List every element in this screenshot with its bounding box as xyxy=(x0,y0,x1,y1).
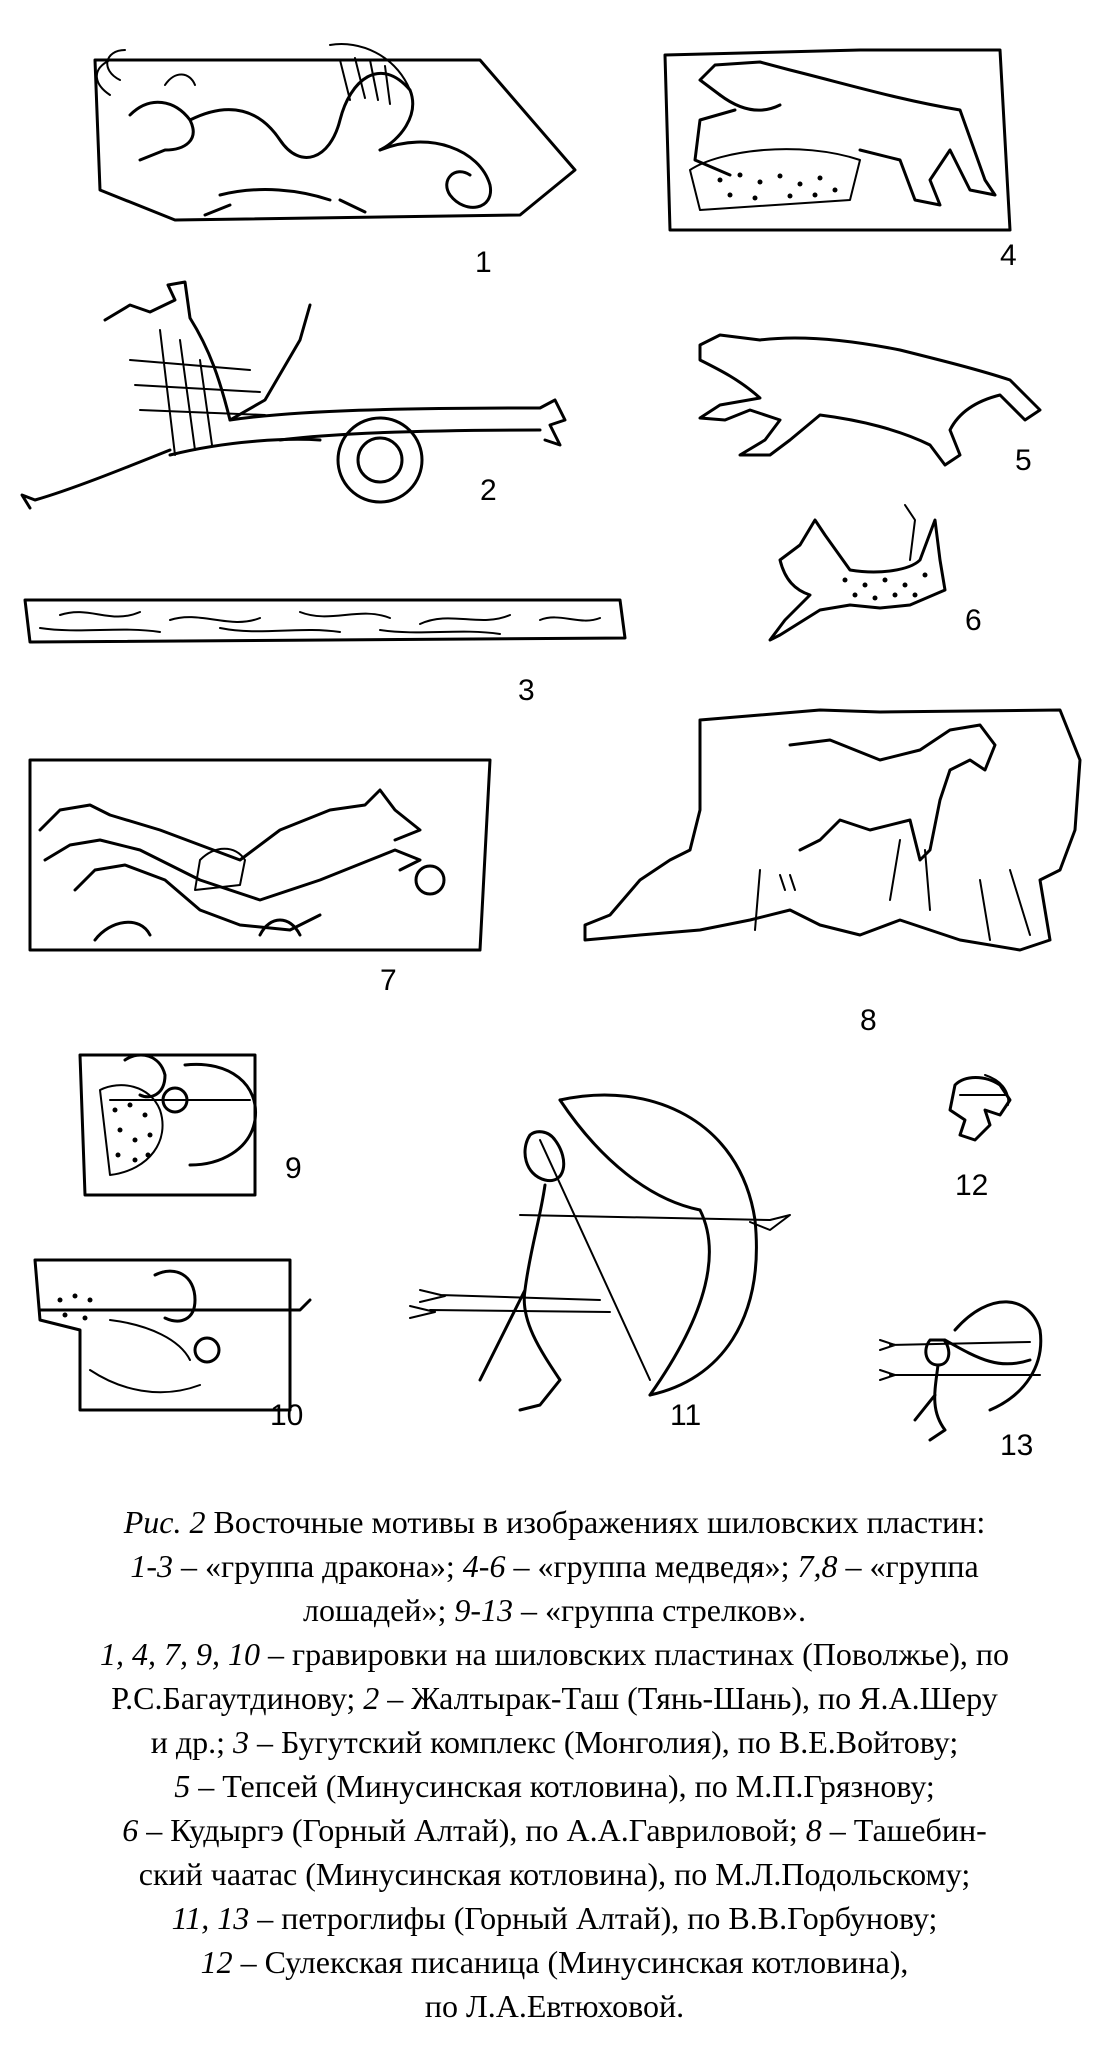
figure-number-4: 4 xyxy=(1000,239,1017,272)
caption-text: по Л.А.Евтюховой. xyxy=(424,1988,685,2024)
caption-text: ский чаатас (Минусинская котловина), по … xyxy=(138,1856,971,1892)
figure-number-3: 3 xyxy=(518,674,535,707)
drawing-8-horse-fragment xyxy=(583,708,1082,952)
figure-number-6: 6 xyxy=(965,604,982,637)
figure-number-9: 9 xyxy=(285,1152,302,1185)
caption-text: – Жалтырак-Таш (Тянь-Шань), по Я.А.Шеру xyxy=(379,1680,998,1716)
caption-line-8: 6 – Кудыргэ (Горный Алтай), по А.А.Гаври… xyxy=(20,1808,1089,1852)
caption-text: – «группа дракона»; xyxy=(173,1548,463,1584)
caption-ref: 11, 13 xyxy=(171,1900,250,1936)
caption-text: – «группа xyxy=(837,1548,979,1584)
caption-ref: 8 xyxy=(805,1812,822,1848)
caption-ref: 1-3 xyxy=(130,1548,173,1584)
caption-line-5: Р.С.Багаутдинову; 2 – Жалтырак-Таш (Тянь… xyxy=(20,1676,1089,1720)
caption-line-12: по Л.А.Евтюховой. xyxy=(20,1984,1089,2028)
drawing-9-archer xyxy=(78,1053,258,1197)
caption-text: – «группа стрелков». xyxy=(513,1592,806,1628)
caption-text: – гравировки на шиловских пластинах (Пов… xyxy=(259,1636,1010,1672)
caption-ref: 3 xyxy=(233,1724,250,1760)
figure-drawings: 1 2 3 4 5 xyxy=(20,43,1082,1462)
caption-line-3: лошадей»; 9-13 – «группа стрелков». xyxy=(20,1588,1089,1632)
caption-text: – петроглифы (Горный Алтай), по В.В.Горб… xyxy=(249,1900,938,1936)
caption-ref: 5 xyxy=(174,1768,191,1804)
figure-number-7: 7 xyxy=(380,964,397,997)
drawing-6-deer xyxy=(768,504,947,642)
figure-caption: Рис. 2 Восточные мотивы в изображениях ш… xyxy=(20,1500,1089,2028)
caption-ref: 6 xyxy=(122,1812,139,1848)
caption-line-6: и др.; 3 – Бугутский комплекс (Монголия)… xyxy=(20,1720,1089,1764)
drawing-13-archer xyxy=(879,1300,1043,1442)
caption-ref: 7,8 xyxy=(797,1548,838,1584)
caption-text: – Кудыргэ (Горный Алтай), по А.А.Гаврило… xyxy=(138,1812,806,1848)
caption-ref: 9-13 xyxy=(454,1592,514,1628)
figure-number-11: 11 xyxy=(670,1399,701,1432)
figure-number-1: 1 xyxy=(475,246,492,279)
caption-line-11: 12 – Сулекская писаница (Минусинская кот… xyxy=(20,1940,1089,1984)
figure-number-10: 10 xyxy=(270,1399,303,1432)
caption-line-1: Рис. 2 Восточные мотивы в изображениях ш… xyxy=(20,1500,1089,1544)
caption-text: – Сулекская писаница (Минусинская котлов… xyxy=(232,1944,909,1980)
caption-text: лошадей»; xyxy=(303,1592,455,1628)
drawing-1-dragon xyxy=(93,43,577,222)
drawing-7-horses xyxy=(28,758,492,952)
drawing-3-strip xyxy=(23,598,627,644)
figure-number-5: 5 xyxy=(1015,444,1032,477)
caption-text: Р.С.Багаутдинову; xyxy=(111,1680,364,1716)
caption-ref: 1, 4, 7, 9, 10 xyxy=(99,1636,260,1672)
caption-text: – Ташебин- xyxy=(821,1812,987,1848)
caption-title: Восточные мотивы в изображениях шиловски… xyxy=(205,1504,986,1540)
figure-plate: 1 2 3 4 5 xyxy=(20,43,1082,1462)
drawing-5-bear xyxy=(698,333,1042,467)
drawing-11-archer xyxy=(409,1093,791,1412)
drawing-4-bear xyxy=(663,48,1012,232)
figure-number-12: 12 xyxy=(955,1169,988,1202)
caption-line-4: 1, 4, 7, 9, 10 – гравировки на шиловских… xyxy=(20,1632,1089,1676)
drawing-10-archer xyxy=(33,1258,312,1412)
figure-number-2: 2 xyxy=(480,474,497,507)
drawing-12-archer xyxy=(948,1074,1012,1142)
figure-number-13: 13 xyxy=(1000,1429,1033,1462)
caption-text: – Тепсей (Минусинская котловина), по М.П… xyxy=(190,1768,935,1804)
drawing-2-dragon xyxy=(20,280,567,510)
figure-number-8: 8 xyxy=(860,1004,877,1037)
caption-figure-label: Рис. 2 xyxy=(123,1504,206,1540)
caption-line-7: 5 – Тепсей (Минусинская котловина), по М… xyxy=(20,1764,1089,1808)
caption-ref: 12 xyxy=(200,1944,233,1980)
caption-text: – «группа медведя»; xyxy=(505,1548,798,1584)
caption-line-2: 1-3 – «группа дракона»; 4-6 – «группа ме… xyxy=(20,1544,1089,1588)
caption-text: – Бугутский комплекс (Монголия), по В.Е.… xyxy=(249,1724,959,1760)
caption-ref: 4-6 xyxy=(462,1548,506,1584)
caption-line-9: ский чаатас (Минусинская котловина), по … xyxy=(20,1852,1089,1896)
caption-ref: 2 xyxy=(363,1680,380,1716)
caption-line-10: 11, 13 – петроглифы (Горный Алтай), по В… xyxy=(20,1896,1089,1940)
caption-text: и др.; xyxy=(150,1724,234,1760)
